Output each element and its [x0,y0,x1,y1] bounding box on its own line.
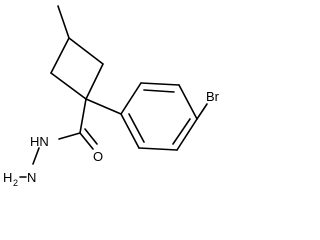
bromine-label: Br [206,89,220,104]
cyclobutane-ring [50,37,104,100]
bond-n-n [32,147,40,165]
bond-ar-3 [178,84,198,120]
bond-ar-double-1 [143,89,175,93]
bond-ar-4 [176,118,198,151]
molecule-canvas: Br O HN H 2 N [3,5,220,188]
bond-co-1 [79,132,94,150]
bond-ring-to-phenyl [85,98,122,115]
bond-methyl [57,5,70,39]
bond-ar-6 [120,113,140,149]
bond-co-2 [84,128,98,145]
bond-ar-1 [120,82,142,115]
terminal-h-subscript: 2 [13,178,18,188]
terminal-n-label: N [27,170,36,185]
carbonyl-oxygen-label: O [93,149,103,164]
bond-c-br [196,103,208,120]
bond-ring-right [85,63,104,100]
hydrazide-nh-label: HN [30,134,49,149]
bond-ring-top [68,37,104,65]
bond-ar-double-2 [172,118,191,145]
bond-ar-double-3 [128,113,145,143]
bond-ring-bottom [50,72,87,100]
bond-c-n [58,132,81,140]
benzene-ring [120,82,198,151]
structure-drawing: Br O HN H 2 N [3,5,220,188]
bond-ar-5 [138,147,178,151]
bond-ring-to-carbonyl [79,98,87,134]
terminal-h-label: H [3,170,12,185]
bond-ring-left [50,37,70,74]
bond-ar-2 [140,82,180,86]
